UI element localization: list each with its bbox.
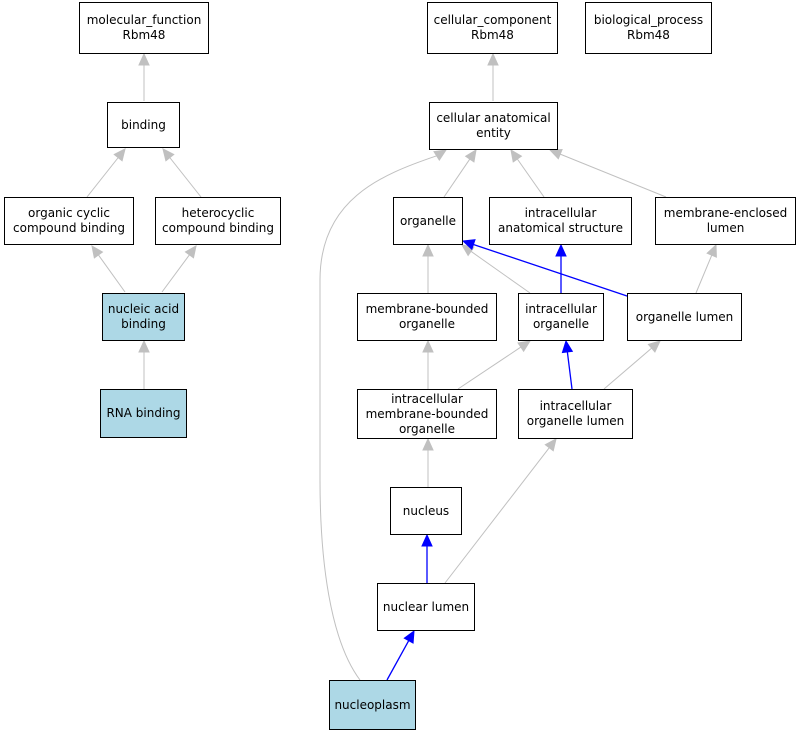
node-label-line: compound binding [162,221,274,235]
node-label-line: organelle [398,317,456,331]
node-label-line: heterocyclic [181,206,255,220]
node-label-line: lumen [706,221,745,235]
node-label-line: Rbm48 [471,28,514,42]
edge-intracellular-organelle-to-intracellular-anatomical-structure [555,243,567,293]
node-rna-binding[interactable]: RNA binding [100,389,187,438]
edge-nucleoplasm-to-cellular-anatomical-entity [319,149,448,681]
node-label-line: membrane-bounded [365,406,489,421]
edge-organelle-lumen-to-membrane-enclosed-lumen [695,243,717,294]
node-nuclear-lumen[interactable]: nuclear lumen [377,583,475,631]
node-label-line: biological_process [593,13,704,27]
node-label-line: molecular_function [86,13,202,27]
node-organelle-lumen[interactable]: organelle lumen [627,293,742,341]
edge-intracellular-organelle-lumen-to-intracellular-organelle [561,339,574,390]
edge-nucleic-acid-binding-to-organic-cyclic-compound-binding [91,245,126,293]
node-label-line: intracellular [391,391,463,406]
node-label-line: nucleus [402,503,450,518]
node-label-line: cellular_component [433,13,552,27]
edge-intracellular-organelle-lumen-to-organelle-lumen [603,340,661,390]
node-label-line: nucleic acid [107,302,180,316]
node-nucleoplasm[interactable]: nucleoplasm [329,680,416,730]
edge-nucleus-to-intracellular-membrane-bounded-organelle [422,437,434,487]
edge-cellular-anatomical-entity-to-cellular-component [487,52,499,101]
node-label-line: organic cyclic [28,206,110,220]
node-label-line: cellular anatomical [436,111,551,125]
node-label-line: intracellular [525,302,597,316]
edge-nucleic-acid-binding-to-heterocyclic-compound-binding [161,245,197,293]
node-label-line: membrane-bounded [365,302,489,316]
edge-heterocyclic-compound-binding-to-binding [162,148,202,198]
node-label-line: RNA binding [106,406,181,420]
node-binding[interactable]: binding [107,102,180,148]
node-label-line: intracellular [539,399,612,413]
edge-nuclear-lumen-to-nucleus [421,533,433,583]
node-label-line: organelle [399,213,457,228]
edge-intracellular-membrane-bounded-organelle-to-intracellular-organelle [457,340,532,390]
node-label-line: anatomical structure [498,221,623,235]
node-label-line: entity [476,126,511,140]
edge-intracellular-anatomical-structure-to-cellular-anatomical-entity [510,149,545,198]
edge-intracellular-membrane-bounded-organelle-to-membrane-bounded-organelle [422,339,434,389]
edge-membrane-bounded-organelle-to-organelle [422,243,434,293]
edge-organelle-to-cellular-anatomical-entity [443,149,477,198]
edge-organic-cyclic-compound-binding-to-binding [86,148,126,198]
node-label-line: membrane-enclosed [663,206,788,220]
node-label-line: organelle lumen [635,309,734,324]
edge-organelle-lumen-to-organelle [461,239,631,298]
edge-membrane-enclosed-lumen-to-cellular-anatomical-entity [548,148,667,198]
node-label-line: organelle lumen [526,414,625,428]
node-label-line: intracellular [524,206,597,220]
node-label-line: nuclear lumen [382,599,470,614]
node-label-line: compound binding [13,221,125,235]
node-label-line: binding [121,317,166,331]
node-label-line: organelle [532,317,590,331]
node-label-line: nucleoplasm [334,697,411,712]
edge-rna-binding-to-nucleic-acid-binding [138,339,150,389]
node-nucleus[interactable]: nucleus [390,487,462,535]
node-label-line: Rbm48 [122,28,166,42]
edge-binding-to-molecular-function [138,52,150,101]
edge-nucleoplasm-to-nuclear-lumen [386,629,415,681]
node-label-line: Rbm48 [627,28,670,42]
node-label-line: binding [121,117,166,132]
edge-nuclear-lumen-to-intracellular-organelle-lumen [444,438,557,584]
node-organelle[interactable]: organelle [393,197,463,245]
node-label-line: organelle [398,421,456,436]
